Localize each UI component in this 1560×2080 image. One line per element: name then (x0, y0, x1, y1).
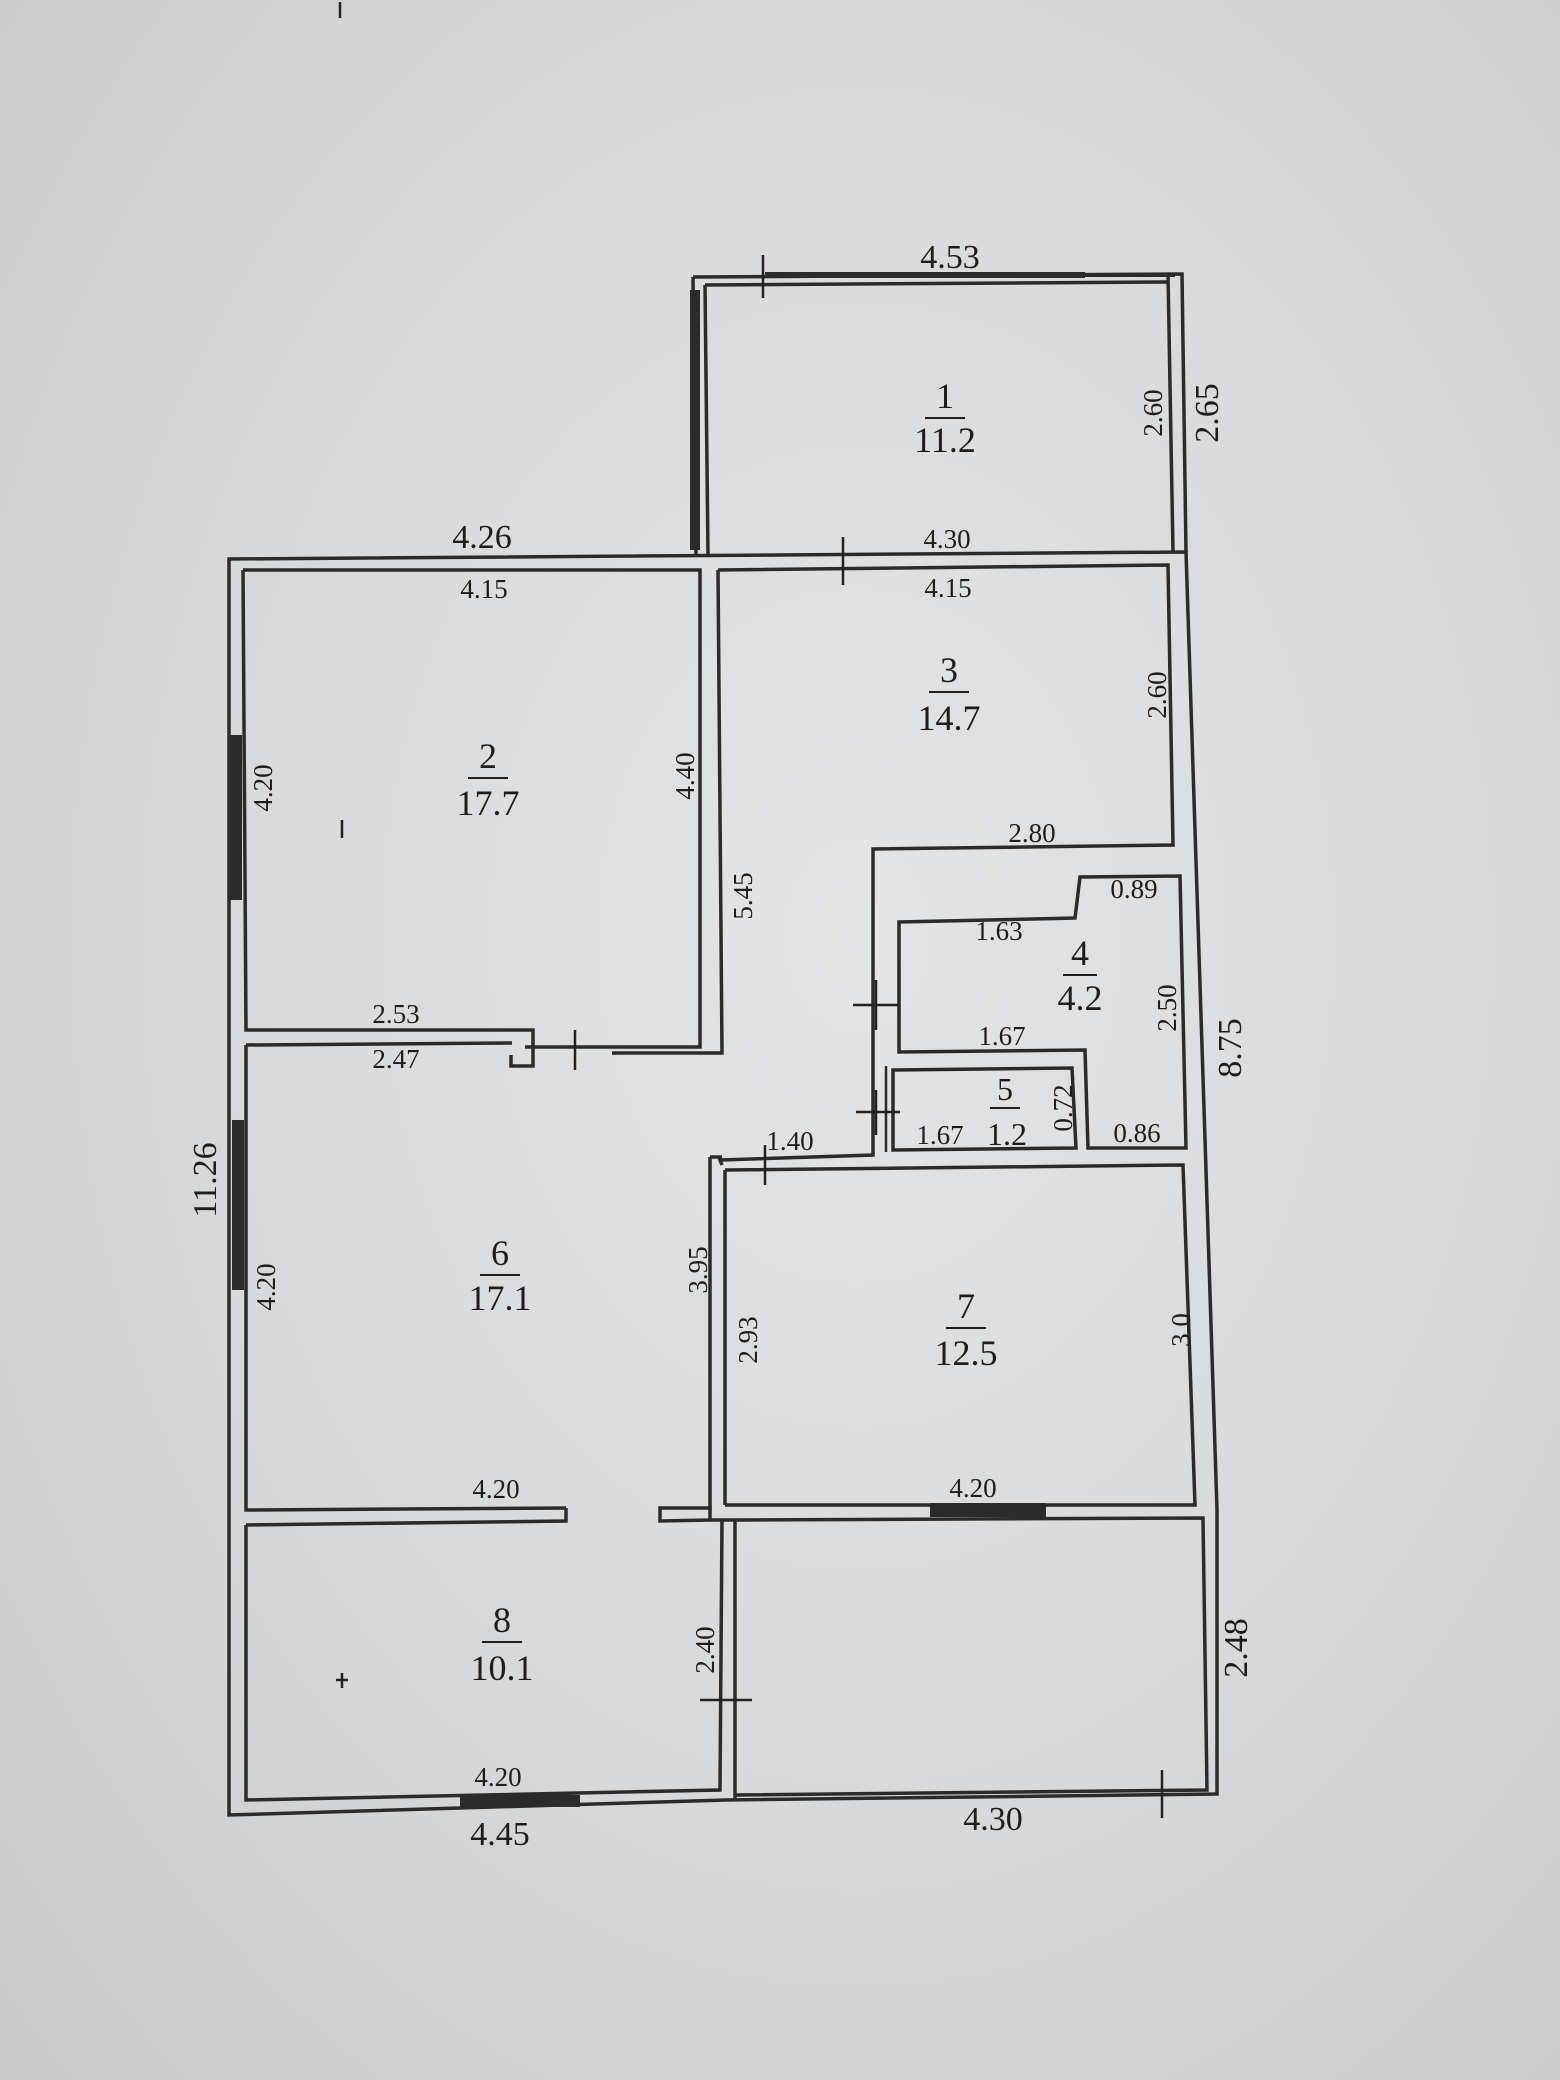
dim-room3-right: 2.60 (1142, 671, 1172, 718)
room-8-number: 8 (493, 1600, 511, 1640)
openings (230, 272, 1175, 1807)
room-1-area: 11.2 (914, 420, 976, 460)
dim-room1-top-outer: 4.53 (920, 239, 980, 276)
dim-room2-top-inner: 4.15 (460, 574, 507, 604)
room-6-number: 6 (491, 1233, 509, 1273)
dim-room7-left: 2.93 (733, 1316, 763, 1363)
window-room6-left (232, 1120, 244, 1290)
room-7-number: 7 (957, 1286, 975, 1326)
room-7-area: 12.5 (935, 1333, 998, 1373)
dim-room6-bottom: 4.20 (472, 1474, 519, 1504)
dim-top-left-outer: 4.26 (452, 519, 512, 556)
dim-room6-right: 3.95 (683, 1246, 713, 1293)
window-room1-top-thin (1085, 274, 1175, 277)
dim-room7-right: 3.0 (1166, 1313, 1196, 1347)
dim-room4-bottom: 1.67 (978, 1021, 1025, 1051)
room-6-label: 6 17.1 (469, 1233, 532, 1318)
dim-room5-right-outer: 0.86 (1113, 1118, 1160, 1148)
dim-overall-right: 8.75 (1212, 1018, 1249, 1078)
dim-room6-top: 2.47 (372, 1044, 419, 1074)
dim-room1-right-outer: 2.65 (1189, 383, 1226, 443)
room-1-label: 1 11.2 (914, 376, 976, 460)
room-4-area: 4.2 (1058, 978, 1103, 1018)
room-5-area: 1.2 (987, 1116, 1027, 1152)
dim-room8-bottom: 4.20 (474, 1762, 521, 1792)
dim-bottom-right-outer: 2.48 (1218, 1618, 1255, 1678)
dim-room3-top-inner: 4.15 (924, 573, 971, 603)
room-4-label: 4 4.2 (1058, 933, 1103, 1018)
dim-room4-top: 1.63 (975, 916, 1022, 946)
room-8-label: 8 10.1 (471, 1600, 534, 1688)
dim-room5-left: 1.67 (916, 1120, 963, 1150)
window-room7-bottom (930, 1503, 1046, 1517)
dim-room7-bottom: 4.20 (949, 1473, 996, 1503)
dim-room2-bottom-top: 2.53 (372, 999, 419, 1029)
room-7-label: 7 12.5 (935, 1286, 998, 1373)
dim-room4-top-small: 0.89 (1110, 874, 1157, 904)
room-6-area: 17.1 (469, 1278, 532, 1318)
room-2-number: 2 (479, 736, 497, 776)
room-3-number: 3 (940, 650, 958, 690)
dim-room5-right: 0.72 (1048, 1084, 1078, 1131)
room-5-number: 5 (997, 1071, 1013, 1107)
room-3-label: 3 14.7 (918, 650, 981, 738)
dim-room1-bottom: 4.30 (923, 524, 970, 554)
dim-room2-left: 4.20 (248, 764, 278, 811)
window-room2-left (230, 735, 242, 900)
window-room8-bottom (460, 1795, 580, 1807)
window-room1-left (690, 290, 700, 550)
dim-room6-left: 4.20 (251, 1263, 281, 1310)
room-1-number: 1 (936, 376, 954, 416)
dimensions: 4.53 4.26 4.45 4.30 4.30 4.15 4.15 2.80 … (187, 239, 1255, 1853)
room-3-area: 14.7 (918, 698, 981, 738)
room-5-label: 5 1.2 (987, 1071, 1027, 1152)
room-2-label: 2 17.7 (457, 736, 520, 823)
window-room1-top (765, 272, 1085, 278)
room-labels: 1 11.2 2 17.7 3 14.7 4 4.2 5 1.2 6 17.1 (457, 376, 1103, 1688)
ticks (336, 2, 1164, 1818)
dim-room3-bottom: 2.80 (1008, 818, 1055, 848)
room-4-number: 4 (1071, 933, 1089, 973)
dim-bottom-right-bottom: 4.30 (963, 1801, 1023, 1838)
room-8-area: 10.1 (471, 1648, 534, 1688)
dim-room1-right-inner: 2.60 (1138, 389, 1168, 436)
dim-room2-right: 4.40 (670, 752, 700, 799)
dim-room4-right: 2.50 (1152, 984, 1182, 1031)
dim-hall-bottom: 1.40 (766, 1126, 813, 1156)
dim-bottom-left-outer: 4.45 (470, 1816, 530, 1853)
dim-hall-height: 5.45 (728, 872, 758, 919)
walls (227, 272, 1219, 1817)
room-2-area: 17.7 (457, 783, 520, 823)
dim-overall-left: 11.26 (187, 1142, 224, 1217)
dim-room8-right: 2.40 (690, 1626, 720, 1673)
